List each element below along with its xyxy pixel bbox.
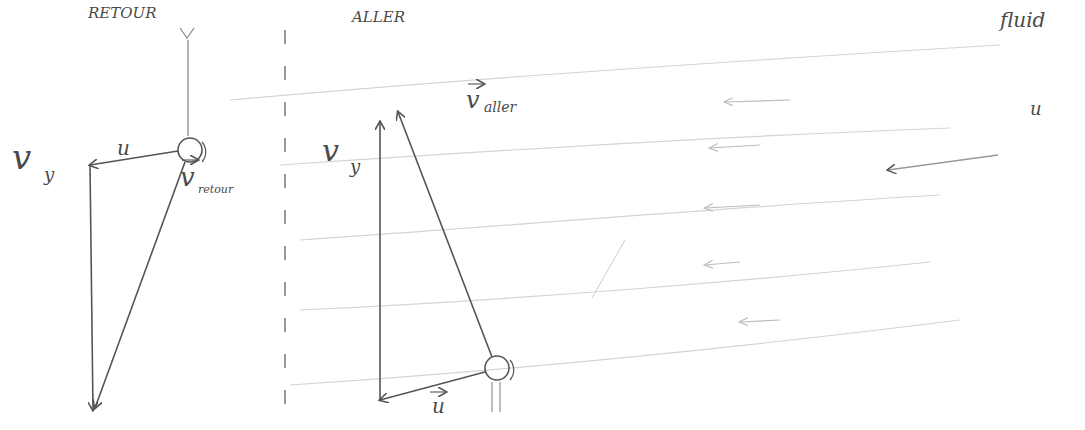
vector-label: u <box>432 396 445 416</box>
vector-subscript: aller <box>484 100 516 114</box>
vector-subscript: retour <box>198 184 233 195</box>
flow-arrows <box>705 100 790 322</box>
stroke <box>592 240 625 298</box>
section-label: RETOUR <box>88 6 156 21</box>
vector-label: v <box>12 140 31 174</box>
vector-label: u <box>117 138 130 158</box>
divider <box>284 30 286 420</box>
vector-label: u <box>1030 100 1042 118</box>
region-label: fluid <box>1000 10 1045 30</box>
vector-label: v <box>180 164 195 190</box>
vector-subscript: y <box>350 158 360 176</box>
streamlines <box>230 45 1000 385</box>
section-label: ALLER <box>352 10 405 25</box>
vector-label: v <box>466 88 480 112</box>
flow-arrow <box>888 155 998 170</box>
vector-label: v <box>322 136 339 166</box>
vector-subscript: y <box>44 166 54 184</box>
